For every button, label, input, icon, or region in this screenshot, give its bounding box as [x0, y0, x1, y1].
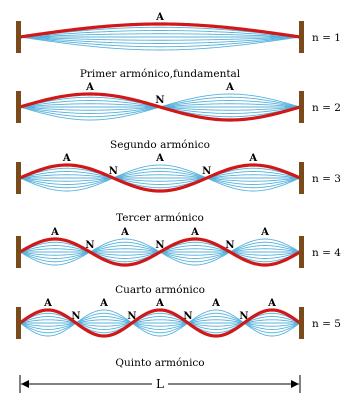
- standing-wave: [18, 22, 302, 39]
- length-label: L: [156, 377, 164, 391]
- antinode-label: A: [155, 298, 164, 309]
- antinode-label: A: [190, 227, 199, 238]
- left-post: [16, 91, 21, 123]
- envelope-curve: [19, 174, 301, 182]
- harmonic-row-5: A A A A A N N N Nn = 5 Quinto armónico: [16, 298, 341, 369]
- harmonic-row-4: A A A A N N Nn = 4 Cuarto armónico: [16, 227, 341, 296]
- envelope-curve: [19, 319, 301, 327]
- right-post: [299, 21, 304, 53]
- right-post: [299, 236, 304, 268]
- right-post: [299, 307, 304, 339]
- left-post: [16, 236, 21, 268]
- node-label: N: [71, 311, 80, 322]
- envelope-curve: [19, 164, 301, 192]
- envelope-curve: [19, 171, 301, 185]
- antinode-label: A: [225, 82, 234, 93]
- envelope-curve: [19, 36, 301, 51]
- node-label: N: [85, 240, 94, 251]
- antinode-label: A: [43, 298, 52, 309]
- node-label: N: [239, 311, 248, 322]
- harmonic-number-label: n = 2: [312, 102, 341, 114]
- standing-wave: [18, 163, 302, 193]
- node-label: N: [127, 311, 136, 322]
- length-right-arrowhead: [291, 380, 299, 388]
- left-post: [16, 21, 21, 53]
- antinode-label: A: [120, 227, 129, 238]
- harmonic-row-3: A A A N Nn = 3 Tercer armónico: [16, 153, 341, 224]
- antinode-label: A: [260, 227, 269, 238]
- envelope-curve: [19, 36, 301, 44]
- harmonic-caption: Tercer armónico: [116, 212, 204, 224]
- left-post: [16, 307, 21, 339]
- node-label: N: [202, 166, 211, 177]
- harmonic-caption: Cuarto armónico: [115, 284, 205, 296]
- harmonic-row-1: An = 1 Primer armónico,fundamental: [16, 12, 341, 80]
- harmonic-number-label: n = 3: [312, 173, 341, 185]
- harmonic-number-label: n = 4: [312, 247, 341, 259]
- antinode-label: A: [211, 298, 220, 309]
- antinode-label: A: [85, 82, 94, 93]
- standing-wave: [18, 308, 302, 338]
- envelope-curve: [19, 319, 301, 327]
- envelope-curve: [19, 312, 301, 334]
- envelope-curve: [19, 167, 301, 189]
- harmonic-number-label: n = 1: [312, 32, 341, 44]
- envelope-curve: [19, 316, 301, 330]
- antinode-label: A: [155, 153, 164, 164]
- harmonic-row-2: A A Nn = 2 Segundo armónico: [16, 82, 341, 151]
- envelope-curve: [19, 36, 301, 48]
- envelope-curve: [19, 30, 301, 38]
- node-label: N: [155, 95, 164, 106]
- node-label: N: [183, 311, 192, 322]
- standing-wave: [18, 92, 302, 122]
- envelope-curve: [19, 36, 301, 41]
- right-post: [299, 91, 304, 123]
- envelope-curve: [19, 26, 301, 38]
- antinode-label: A: [50, 227, 59, 238]
- envelope-curve: [19, 33, 301, 38]
- harmonic-caption: Segundo armónico: [110, 139, 210, 151]
- harmonic-number-label: n = 5: [312, 318, 341, 330]
- antinode-label: A: [155, 12, 164, 23]
- harmonic-caption: Quinto armónico: [115, 357, 204, 369]
- envelope-curve: [19, 316, 301, 330]
- length-dimension: L: [19, 375, 301, 393]
- harmonic-caption: Primer armónico,fundamental: [80, 68, 241, 80]
- node-label: N: [155, 240, 164, 251]
- antinode-label: A: [99, 298, 108, 309]
- envelope-curve: [19, 167, 301, 189]
- envelope-curve: [19, 309, 301, 337]
- antinode-label: A: [62, 153, 71, 164]
- antinode-label: A: [248, 153, 257, 164]
- right-post: [299, 162, 304, 194]
- standing-wave: [18, 237, 302, 267]
- node-label: N: [109, 166, 118, 177]
- antinode-label: A: [267, 298, 276, 309]
- envelope-curve: [19, 171, 301, 185]
- left-post: [16, 162, 21, 194]
- node-label: N: [225, 240, 234, 251]
- envelope-curve: [19, 174, 301, 182]
- length-left-arrowhead: [21, 380, 29, 388]
